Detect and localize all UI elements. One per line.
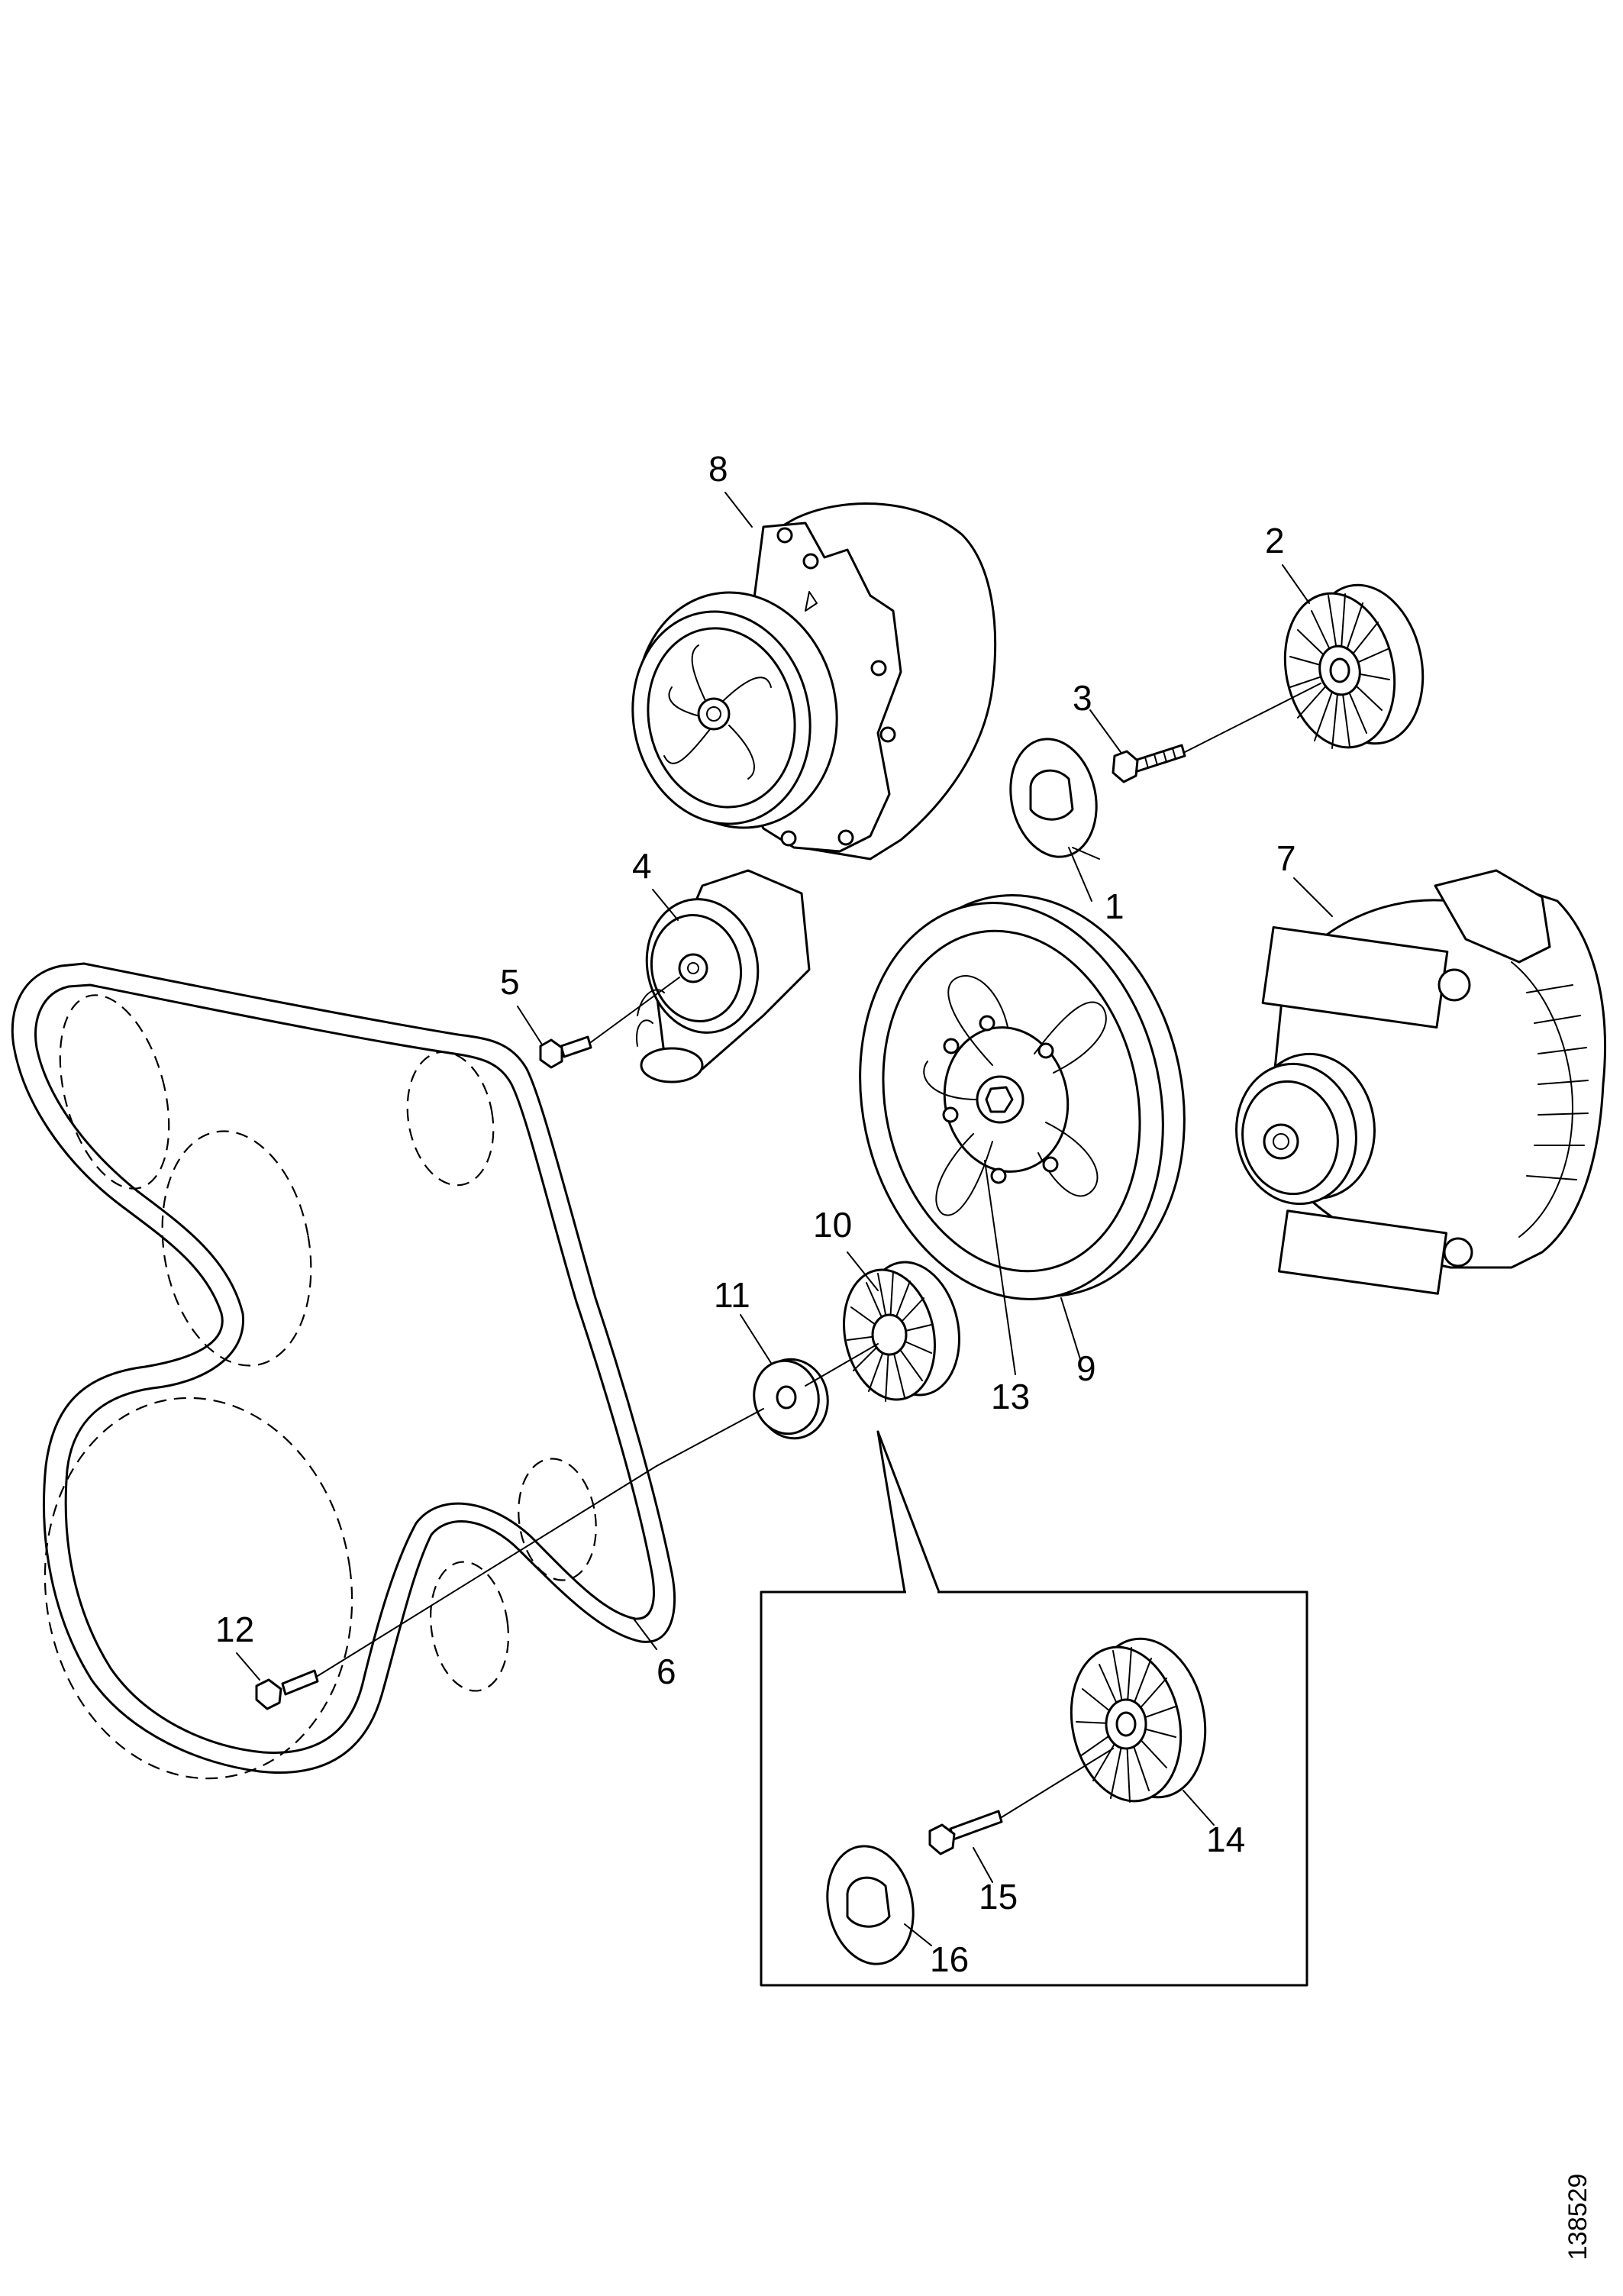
callout-7: 7 [1276,838,1296,878]
part-7-alternator [1235,869,1606,1295]
inset-detail [760,1430,1308,1987]
callout-3: 3 [1073,678,1092,718]
callout-12: 12 [215,1610,254,1649]
callout-4: 4 [632,846,652,886]
part-3-bolt [1112,683,1321,783]
callout-15: 15 [979,1877,1018,1917]
part-10-idler-pulley [843,1261,960,1402]
callout-1: 1 [1105,886,1124,926]
callout-10: 10 [813,1205,852,1245]
part-1-cap [1009,738,1098,858]
callout-9: 9 [1076,1348,1096,1388]
part-11-washer [753,1343,879,1440]
part-9-crank-pulley [859,894,1186,1300]
part-16-cap [826,1845,915,1965]
callout-2: 2 [1265,521,1285,560]
callout-6: 6 [657,1652,676,1691]
callout-11: 11 [714,1275,750,1315]
part-2-idler-pulley [1283,583,1425,749]
part-8-pump [631,502,997,861]
callout-13: 13 [991,1377,1030,1416]
part-4-tensioner [636,869,811,1083]
callout-14: 14 [1206,1820,1245,1859]
part-15-bolt [928,1748,1114,1855]
figure-id: 138529 [1563,2174,1592,2260]
part-14-pulley [1070,1637,1207,1803]
callout-16: 16 [930,1939,969,1979]
part-6-drive-belt [11,962,676,1780]
callout-8: 8 [708,449,728,489]
leader-lines [236,492,1333,1946]
part-5-bolt [539,977,680,1069]
part-12-bolt [255,1408,764,1710]
callout-5: 5 [500,962,520,1002]
callout-labels: 1 2 3 4 5 6 7 8 9 10 11 12 13 14 15 16 [215,449,1296,1979]
